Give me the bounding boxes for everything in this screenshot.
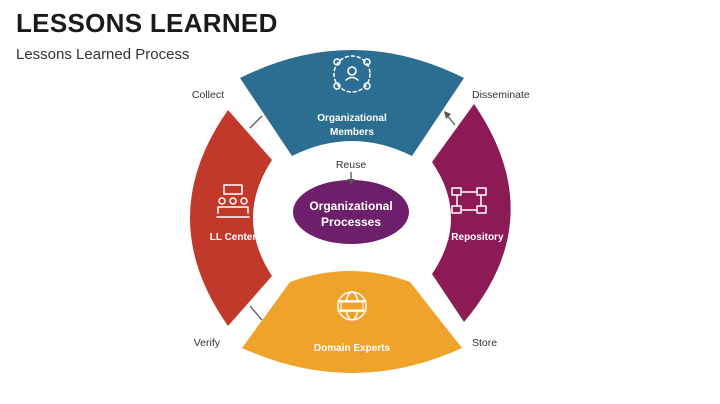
segment-ll-repository — [432, 104, 511, 322]
label-organizational-processes-line1: Organizational — [309, 199, 392, 213]
disseminate-arrow — [444, 111, 456, 126]
segment-organizational-members — [240, 50, 464, 156]
people-network-icon — [333, 55, 371, 93]
slide-subtitle: Lessons Learned Process — [16, 46, 190, 63]
label-organizational-members-line2: Members — [330, 127, 374, 138]
center-organizational-processes — [293, 180, 409, 244]
label-organizational-members-line1: Organizational — [317, 113, 387, 124]
label-ll-repository: LL Repository — [436, 232, 503, 243]
step-disseminate: Disseminate — [472, 89, 530, 101]
segment-ll-center — [190, 110, 272, 326]
step-reuse: Reuse — [336, 159, 367, 171]
flowchart-icon — [451, 187, 487, 214]
slide-title: LESSONS LEARNED — [16, 8, 278, 38]
globe-www-icon — [337, 291, 367, 321]
step-collect: Collect — [192, 89, 224, 101]
meeting-icon — [216, 184, 250, 218]
step-verify: Verify — [194, 337, 221, 349]
segment-domain-experts — [242, 271, 462, 373]
label-ll-center: LL Center — [210, 232, 257, 243]
step-store: Store — [472, 337, 497, 349]
label-domain-experts: Domain Experts — [314, 343, 391, 354]
reuse-arrow — [347, 172, 355, 185]
label-organizational-processes-line2: Processes — [321, 215, 381, 229]
